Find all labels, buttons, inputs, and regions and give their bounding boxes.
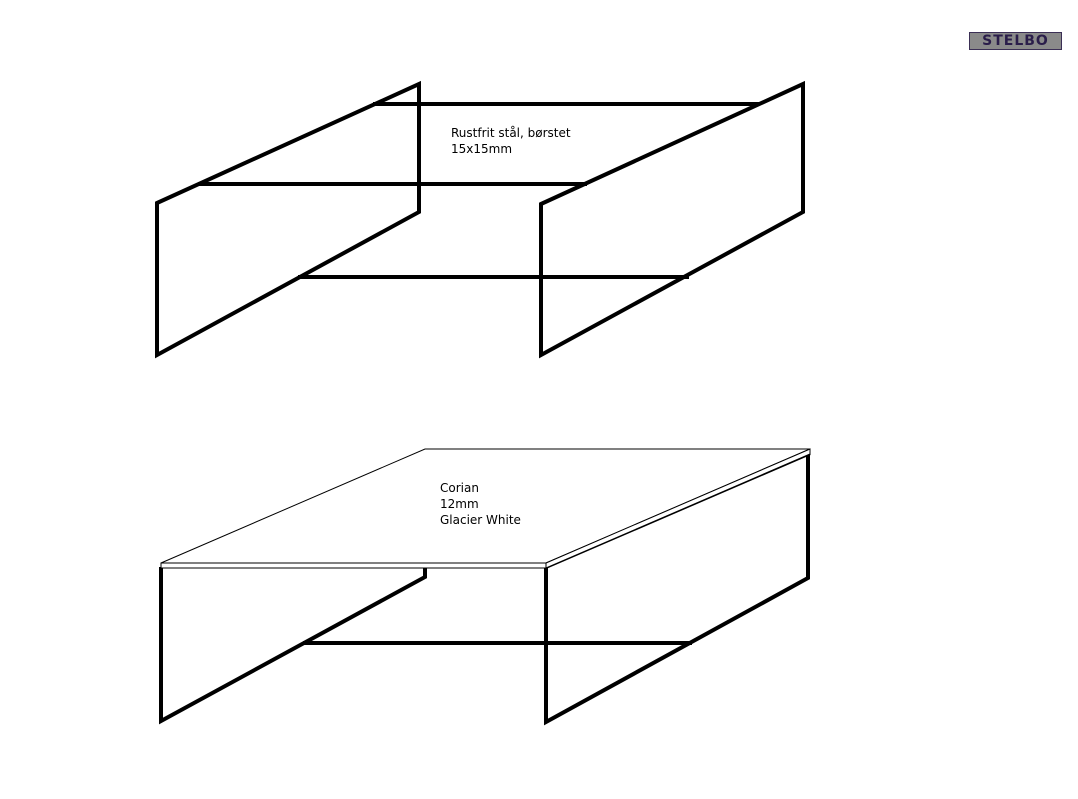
table-left-panel — [159, 567, 427, 725]
top-thickness: 12mm — [440, 497, 479, 511]
stelbo-logo: STELBO — [969, 32, 1062, 50]
frame-dimension: 15x15mm — [451, 142, 513, 156]
steel-frame-drawing — [155, 80, 805, 359]
top-material: Corian — [440, 481, 479, 495]
corian-table-drawing — [159, 448, 811, 726]
frame-right-panel — [539, 80, 805, 359]
frame-material-label: Rustfrit stål, børstet 15x15mm — [451, 125, 571, 157]
top-color: Glacier White — [440, 513, 521, 527]
table-right-panel — [544, 450, 810, 726]
corian-top-edge-side — [545, 448, 811, 569]
frame-left-panel — [155, 80, 421, 359]
corian-top-edge-front — [160, 562, 547, 569]
frame-material: Rustfrit stål, børstet — [451, 126, 571, 140]
table-top-label: Corian 12mm Glacier White — [440, 480, 521, 528]
